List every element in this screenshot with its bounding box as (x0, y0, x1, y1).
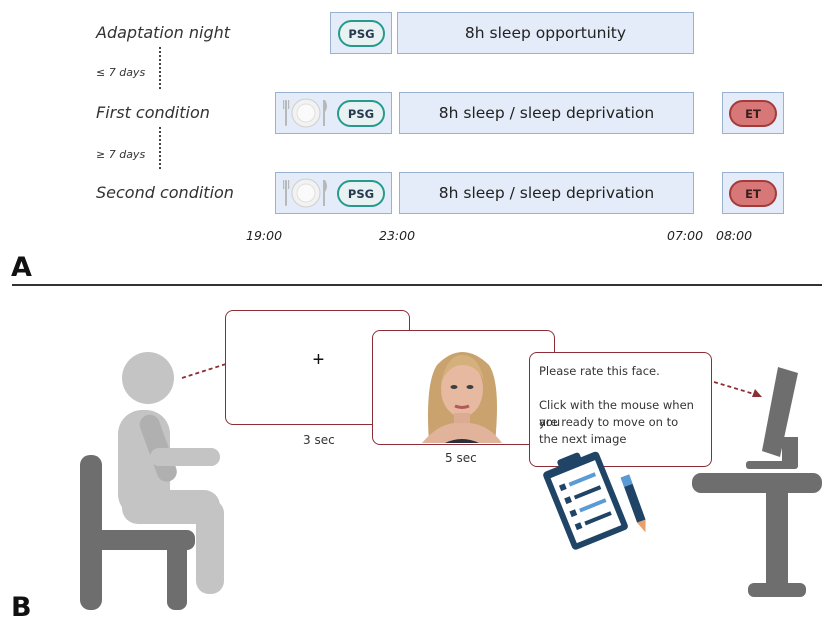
sleep-bar-second: 8h sleep / sleep deprivation (399, 172, 694, 214)
dotted-connector-2 (159, 127, 161, 169)
duration-label-face: 5 sec (445, 451, 477, 465)
person-icon (118, 352, 224, 594)
sleep-bar-adaptation: 8h sleep opportunity (397, 12, 694, 54)
gaze-arrow-right (713, 381, 762, 397)
dotted-connector-1 (159, 47, 161, 89)
rating-screen: Please rate this face. Click with the mo… (529, 352, 712, 467)
et-badge-first: ET (729, 100, 777, 127)
instruction-line-4: the next image (539, 432, 627, 446)
row-label-second-condition: Second condition (96, 183, 234, 202)
computer-desk-icon (692, 367, 822, 597)
et-badge-second: ET (729, 180, 777, 207)
gaze-arrow-left (181, 363, 227, 379)
plate-cutlery-icon (283, 178, 327, 208)
time-label-2300: 23:00 (379, 228, 416, 243)
instruction-line-2: Click with the mouse when you (539, 398, 694, 429)
gap-label-2: ≥ 7 days (96, 148, 146, 161)
time-label-1900: 19:00 (246, 228, 283, 243)
chair-icon (80, 455, 195, 610)
psg-badge-first: PSG (337, 100, 385, 127)
gap-label-1: ≤ 7 days (96, 66, 146, 79)
row-label-adaptation: Adaptation night (96, 23, 231, 42)
fixation-cross: + (312, 349, 325, 371)
pen-icon (620, 474, 646, 533)
psg-badge-adaptation: PSG (338, 20, 385, 47)
time-label-0800: 08:00 (716, 228, 753, 243)
panel-letter-b: B (11, 592, 32, 623)
instruction-line-1: Please rate this face. (539, 364, 660, 378)
sleep-bar-first: 8h sleep / sleep deprivation (399, 92, 694, 134)
panel-letter-a: A (11, 252, 32, 283)
psg-badge-second: PSG (337, 180, 385, 207)
row-label-first-condition: First condition (96, 103, 210, 122)
clipboard-icon (543, 451, 628, 550)
instruction-line-3: are ready to move on to (539, 415, 679, 429)
panel-divider (12, 284, 822, 286)
face-photo (407, 343, 517, 443)
plate-cutlery-icon (283, 98, 327, 128)
duration-label-fixation: 3 sec (303, 433, 335, 447)
time-label-0700: 07:00 (667, 228, 704, 243)
